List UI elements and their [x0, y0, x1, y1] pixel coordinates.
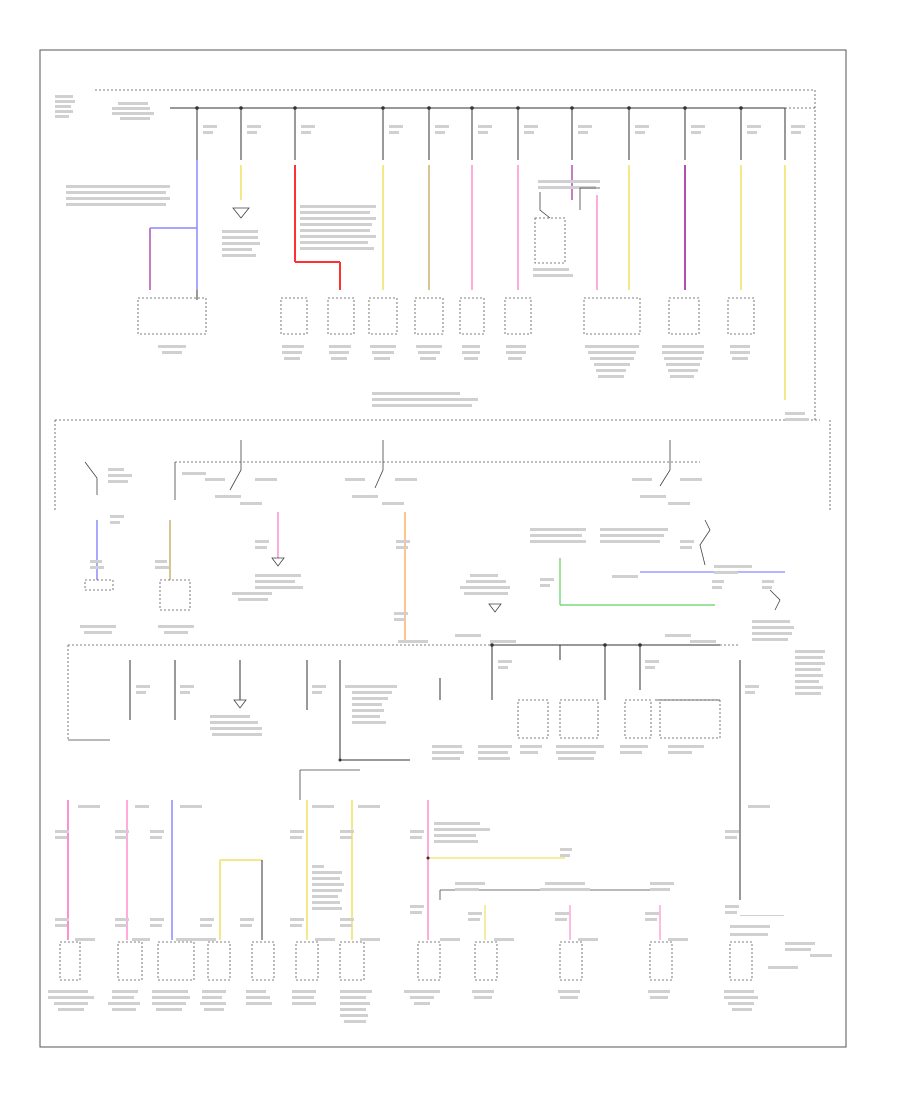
top-component-boxes	[137, 217, 755, 335]
lower-bus	[67, 634, 825, 800]
junction-dots	[195, 106, 743, 860]
battery-label	[55, 95, 154, 120]
ignition-section	[80, 412, 809, 641]
top-section	[55, 89, 816, 420]
top-component-labels	[66, 180, 750, 407]
lower-mid-boxes	[517, 699, 721, 739]
fuse-drops	[196, 108, 786, 300]
bottom-section	[48, 800, 832, 1023]
ground-symbol	[232, 207, 250, 219]
bottom-labels	[55, 805, 832, 969]
fuse-labels	[203, 125, 805, 134]
bottom-component-labels	[48, 990, 758, 1023]
diagram-frame	[39, 49, 847, 1048]
top-wires	[149, 160, 786, 400]
bottom-component-boxes	[59, 941, 753, 981]
bottom-wires	[67, 800, 741, 940]
